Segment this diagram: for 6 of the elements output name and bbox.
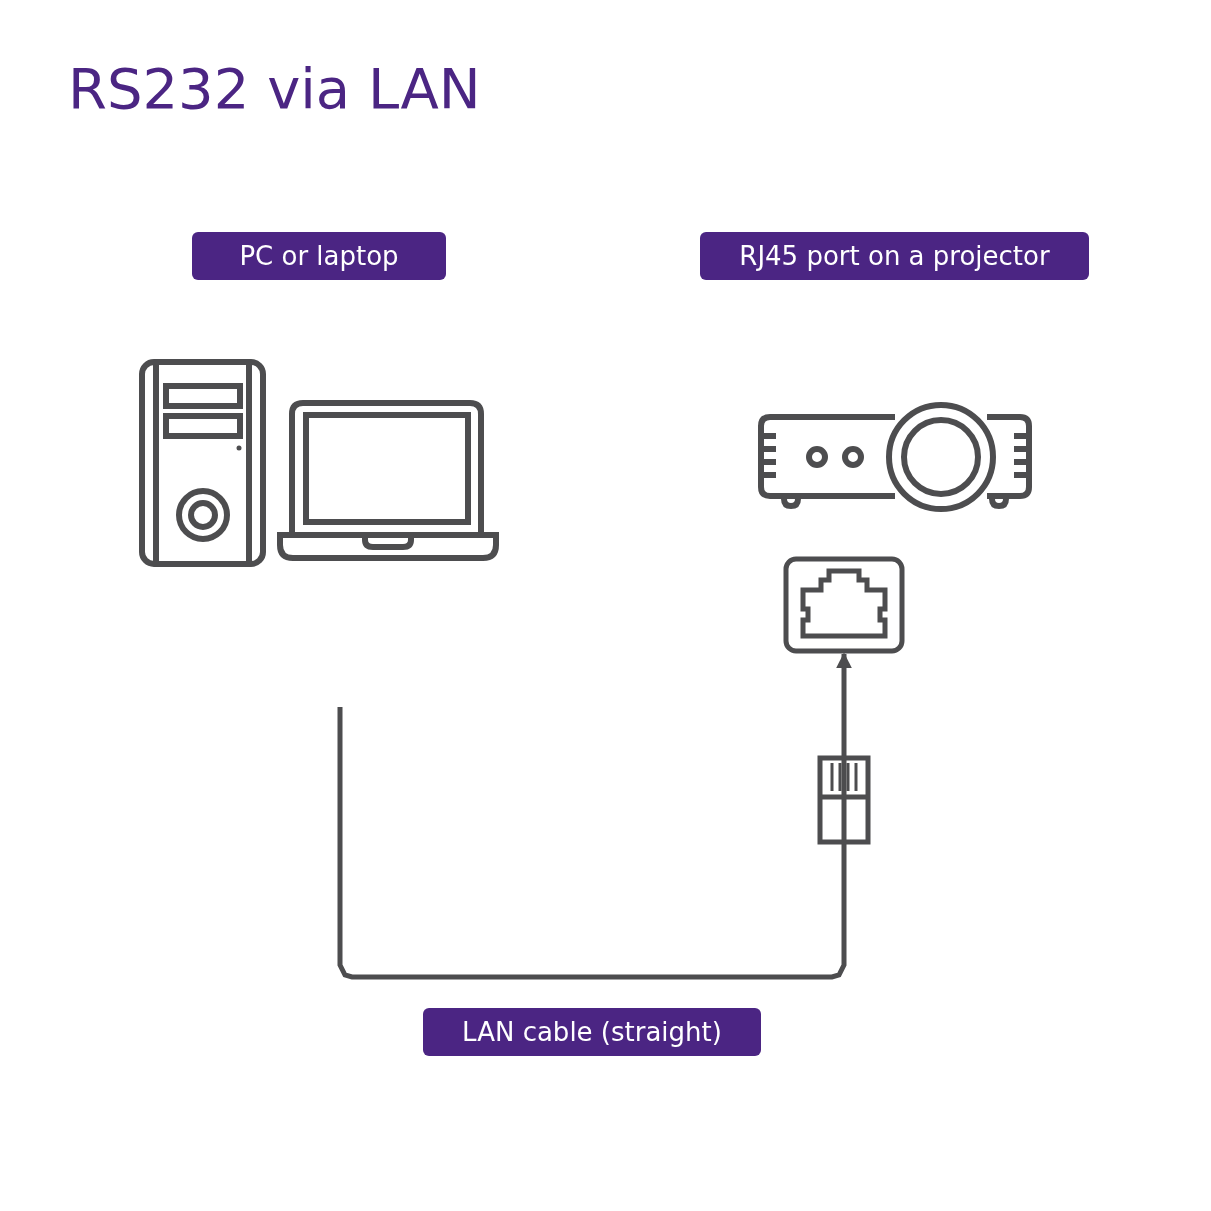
arrow: [836, 652, 852, 755]
cable-label: LAN cable (straight): [423, 1008, 761, 1056]
device-label: RJ45 port on a projector: [700, 232, 1089, 280]
title: RS232 via LAN: [68, 56, 481, 121]
cable-line: [337, 707, 847, 980]
device-label: PC or laptop: [192, 232, 446, 280]
